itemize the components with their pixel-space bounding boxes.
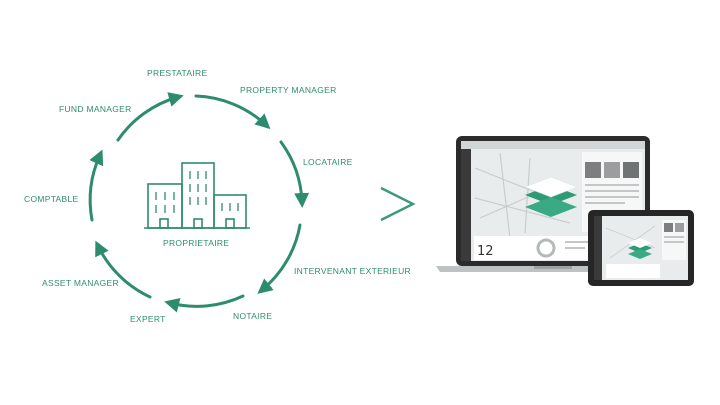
role-expert: EXPERT — [130, 314, 166, 324]
chevron-right-icon — [380, 186, 416, 222]
role-asset-manager: ASSET MANAGER — [42, 278, 119, 288]
role-property-manager: PROPERTY MANAGER — [240, 85, 337, 95]
cycle-arrow-property-manager-to-locataire — [279, 140, 310, 208]
role-prestataire: PRESTATAIRE — [147, 68, 208, 78]
cycle-arrow-locataire-to-intervenant — [257, 223, 302, 294]
laptop-kpi-value: 12 — [477, 244, 494, 259]
devices-illustration: 12 — [436, 136, 694, 286]
cycle-arrow-fund-manager-to-prestataire — [116, 92, 184, 142]
role-notaire: NOTAIRE — [233, 311, 273, 321]
role-comptable: COMPTABLE — [24, 194, 79, 204]
layers-logo-icon — [524, 176, 578, 217]
role-intervenant-exterieur: INTERVENANT EXTERIEUR — [294, 266, 411, 276]
tablet-icon — [588, 210, 694, 286]
center-label-proprietaire: PROPRIETAIRE — [163, 238, 230, 248]
role-locataire: LOCATAIRE — [303, 157, 353, 167]
buildings-icon — [144, 162, 250, 229]
cycle-arrow-comptable-to-fund-manager — [88, 149, 104, 222]
cycle-arrow-expert-to-asset-manager — [95, 240, 152, 299]
cycle-arrow-intervenant-to-notaire — [164, 294, 245, 313]
cycle-arrow-prestataire-to-property-manager — [194, 94, 271, 130]
role-fund-manager: FUND MANAGER — [59, 104, 132, 114]
